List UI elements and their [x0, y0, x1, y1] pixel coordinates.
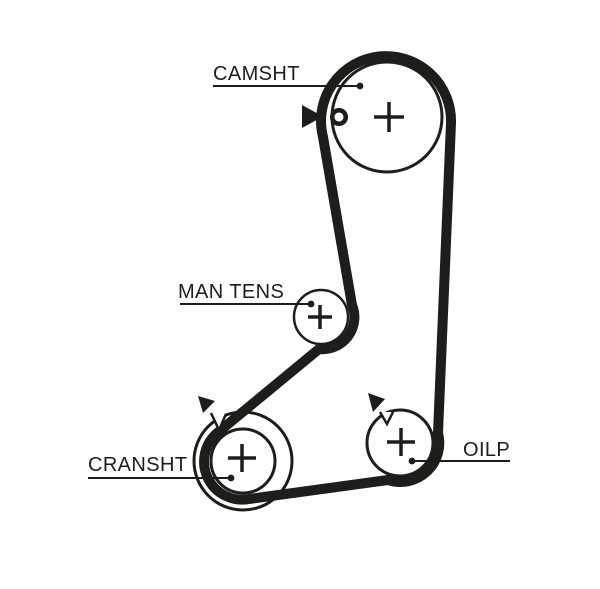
- oil-pump-timing-notch: [378, 411, 395, 427]
- camshaft-center-mark: [374, 102, 404, 132]
- oil-pump-timing-arrow-icon: [368, 393, 385, 412]
- camshaft-leader-dot: [356, 82, 364, 90]
- crankshaft-center-mark: [228, 444, 256, 472]
- camshaft-label: CAMSHT: [213, 63, 300, 85]
- camshaft-timing-hole-icon: [329, 107, 349, 127]
- crankshaft-leader-dot: [227, 474, 235, 482]
- crankshaft-timing-notch: [209, 412, 228, 434]
- camshaft-timing-arrow-icon: [302, 105, 323, 128]
- oil-pump-label: OILP: [463, 439, 510, 461]
- oil-pump-center-mark: [387, 428, 415, 456]
- tensioner-center-mark: [308, 305, 332, 329]
- tensioner-label: MAN TENS: [178, 281, 284, 303]
- tensioner-leader-dot: [307, 300, 315, 308]
- timing-belt-path: [199, 51, 457, 505]
- crankshaft-label: CRANSHT: [88, 454, 187, 476]
- oil-pump-leader-dot: [408, 457, 416, 465]
- crankshaft-timing-arrow-icon: [198, 396, 215, 413]
